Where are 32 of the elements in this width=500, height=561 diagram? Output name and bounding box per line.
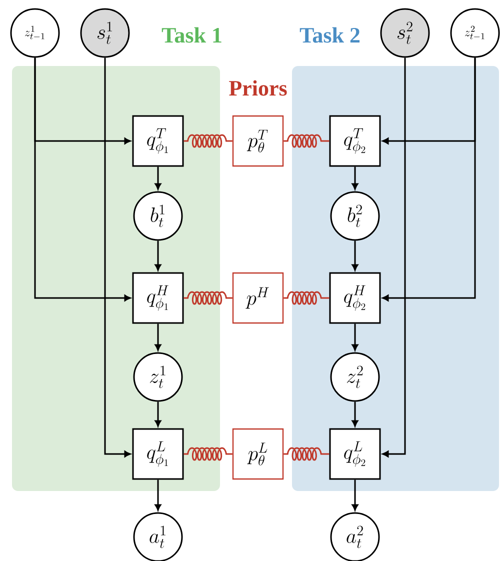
spring bbox=[184, 447, 232, 461]
arrow bbox=[34, 58, 131, 302]
section-label: Priors bbox=[229, 80, 287, 96]
arrow bbox=[382, 58, 476, 302]
arrow bbox=[154, 480, 162, 511]
spring bbox=[184, 134, 232, 148]
arrow bbox=[352, 480, 358, 511]
arrow bbox=[352, 324, 358, 351]
arrow bbox=[352, 240, 358, 271]
prior-box: $p^L_\theta$ bbox=[232, 428, 284, 480]
arrow bbox=[154, 240, 162, 271]
spring bbox=[284, 291, 330, 305]
panel-title: Task 1 bbox=[162, 27, 222, 43]
posterior-box: $q^H_{\phi_1}$ bbox=[132, 272, 184, 324]
arrow bbox=[154, 402, 162, 427]
prior-box: $p^T_\theta$ bbox=[232, 115, 284, 167]
arrow bbox=[352, 402, 358, 427]
arrow bbox=[154, 166, 162, 190]
posterior-box: $q^H_{\phi_2}$ bbox=[329, 272, 381, 324]
prior-box: $p^H$ bbox=[232, 272, 284, 324]
spring bbox=[184, 291, 232, 305]
arrow bbox=[352, 166, 358, 190]
posterior-box: $q^L_{\phi_2}$ bbox=[329, 428, 381, 480]
posterior-box: $q^T_{\phi_1}$ bbox=[132, 115, 184, 167]
posterior-box: $q^T_{\phi_2}$ bbox=[329, 115, 381, 167]
arrow bbox=[104, 58, 131, 458]
spring bbox=[284, 447, 330, 461]
panel-title: Task 2 bbox=[300, 27, 360, 43]
arrow bbox=[154, 324, 162, 351]
posterior-box: $q^L_{\phi_1}$ bbox=[132, 428, 184, 480]
spring bbox=[284, 134, 330, 148]
arrow bbox=[382, 58, 406, 458]
